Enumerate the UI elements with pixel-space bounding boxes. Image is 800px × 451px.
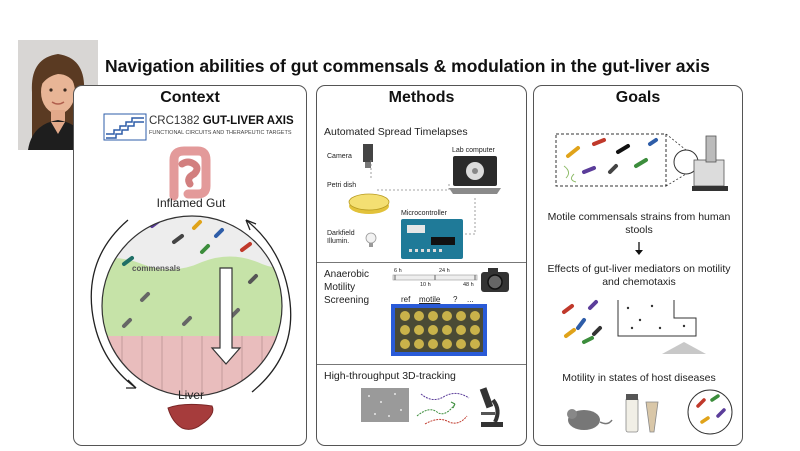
methods-heading: Methods — [388, 89, 455, 106]
tracking-title: High-throughput 3D-tracking — [324, 370, 456, 382]
context-panel: Context CRC1382 GUT-LIVER AXIS FUNCTIONA… — [73, 85, 307, 446]
plate-label: ? — [453, 295, 458, 304]
intestine-icon — [169, 146, 211, 201]
plate-label: ... — [467, 295, 474, 304]
timelapse-title: Automated Spread Timelapses — [324, 126, 468, 138]
microcontroller-label: Microcontroller — [401, 210, 447, 217]
down-arrow-icon — [635, 242, 643, 255]
goal-effects: Effects of gut-liver mediators on motili… — [547, 263, 731, 289]
plate-label: ref — [401, 295, 411, 304]
gut-circle-diagram — [90, 215, 292, 397]
time-label: 10 h — [420, 282, 431, 288]
anaerobic-title-line: Screening — [324, 295, 370, 306]
well-plate-image — [391, 304, 487, 356]
goal-motile-strains: Motile commensals strains from human sto… — [547, 211, 731, 237]
lab-computer-label: Lab computer — [452, 147, 495, 154]
lightbulb-icon — [365, 232, 377, 247]
camera-label: Camera — [327, 153, 352, 160]
chemotaxis-graphic — [562, 300, 706, 354]
goals-panel: Goals Motile commensals strains from hum… — [533, 85, 743, 446]
methods-divider-1 — [317, 262, 526, 263]
context-heading: Context — [160, 89, 220, 106]
microcontroller-icon — [401, 219, 463, 259]
goals-heading: Goals — [615, 89, 661, 106]
plate-label: motile — [419, 295, 441, 304]
methods-divider-2 — [317, 364, 526, 365]
laptop-icon — [449, 156, 501, 194]
crc-logo-icon — [103, 113, 147, 141]
commensals-label: commensals — [132, 264, 181, 273]
inflamed-gut-label: Inflamed Gut — [156, 196, 226, 210]
anaerobic-title-line: Motility — [324, 282, 356, 293]
time-label: 6 h — [394, 268, 402, 274]
goal-disease: Motility in states of host diseases — [562, 372, 716, 384]
petri-dish-icon — [348, 193, 390, 214]
time-label: 48 h — [463, 282, 474, 288]
camera-icon — [363, 144, 373, 168]
liver-label: Liver — [177, 388, 204, 402]
anaerobic-title-line: Anaerobic — [324, 269, 370, 280]
time-label: 24 h — [439, 268, 450, 274]
timeline-graphic — [392, 274, 478, 281]
microscopy-image — [361, 388, 409, 422]
methods-panel: Methods Automated Spread Timelapses Came… — [316, 85, 527, 446]
logo-bold: GUT-LIVER AXIS — [202, 115, 294, 127]
main-title: Navigation abilities of gut commensals &… — [105, 56, 710, 76]
camera-dslr-icon — [481, 268, 509, 292]
logo-name: CRC1382 — [149, 115, 200, 127]
anaerobic-title: Anaerobic Motility Screening — [324, 268, 384, 307]
host-disease-graphic — [567, 389, 733, 435]
logo-title: CRC1382 GUT-LIVER AXIS — [149, 115, 294, 127]
illumin-label: Illumin. — [327, 238, 350, 245]
liver-icon — [167, 403, 214, 430]
bacteria-microscope-graphic — [555, 133, 728, 191]
darkfield-label: Darkfield — [327, 230, 355, 237]
microscope-icon — [479, 387, 503, 427]
connection-lines — [370, 160, 476, 235]
logo-subtitle: FUNCTIONAL CIRCUITS AND THERAPEUTIC TARG… — [149, 130, 292, 136]
petri-dish-label: Petri dish — [327, 182, 357, 189]
3d-tracks-graphic — [416, 392, 470, 425]
